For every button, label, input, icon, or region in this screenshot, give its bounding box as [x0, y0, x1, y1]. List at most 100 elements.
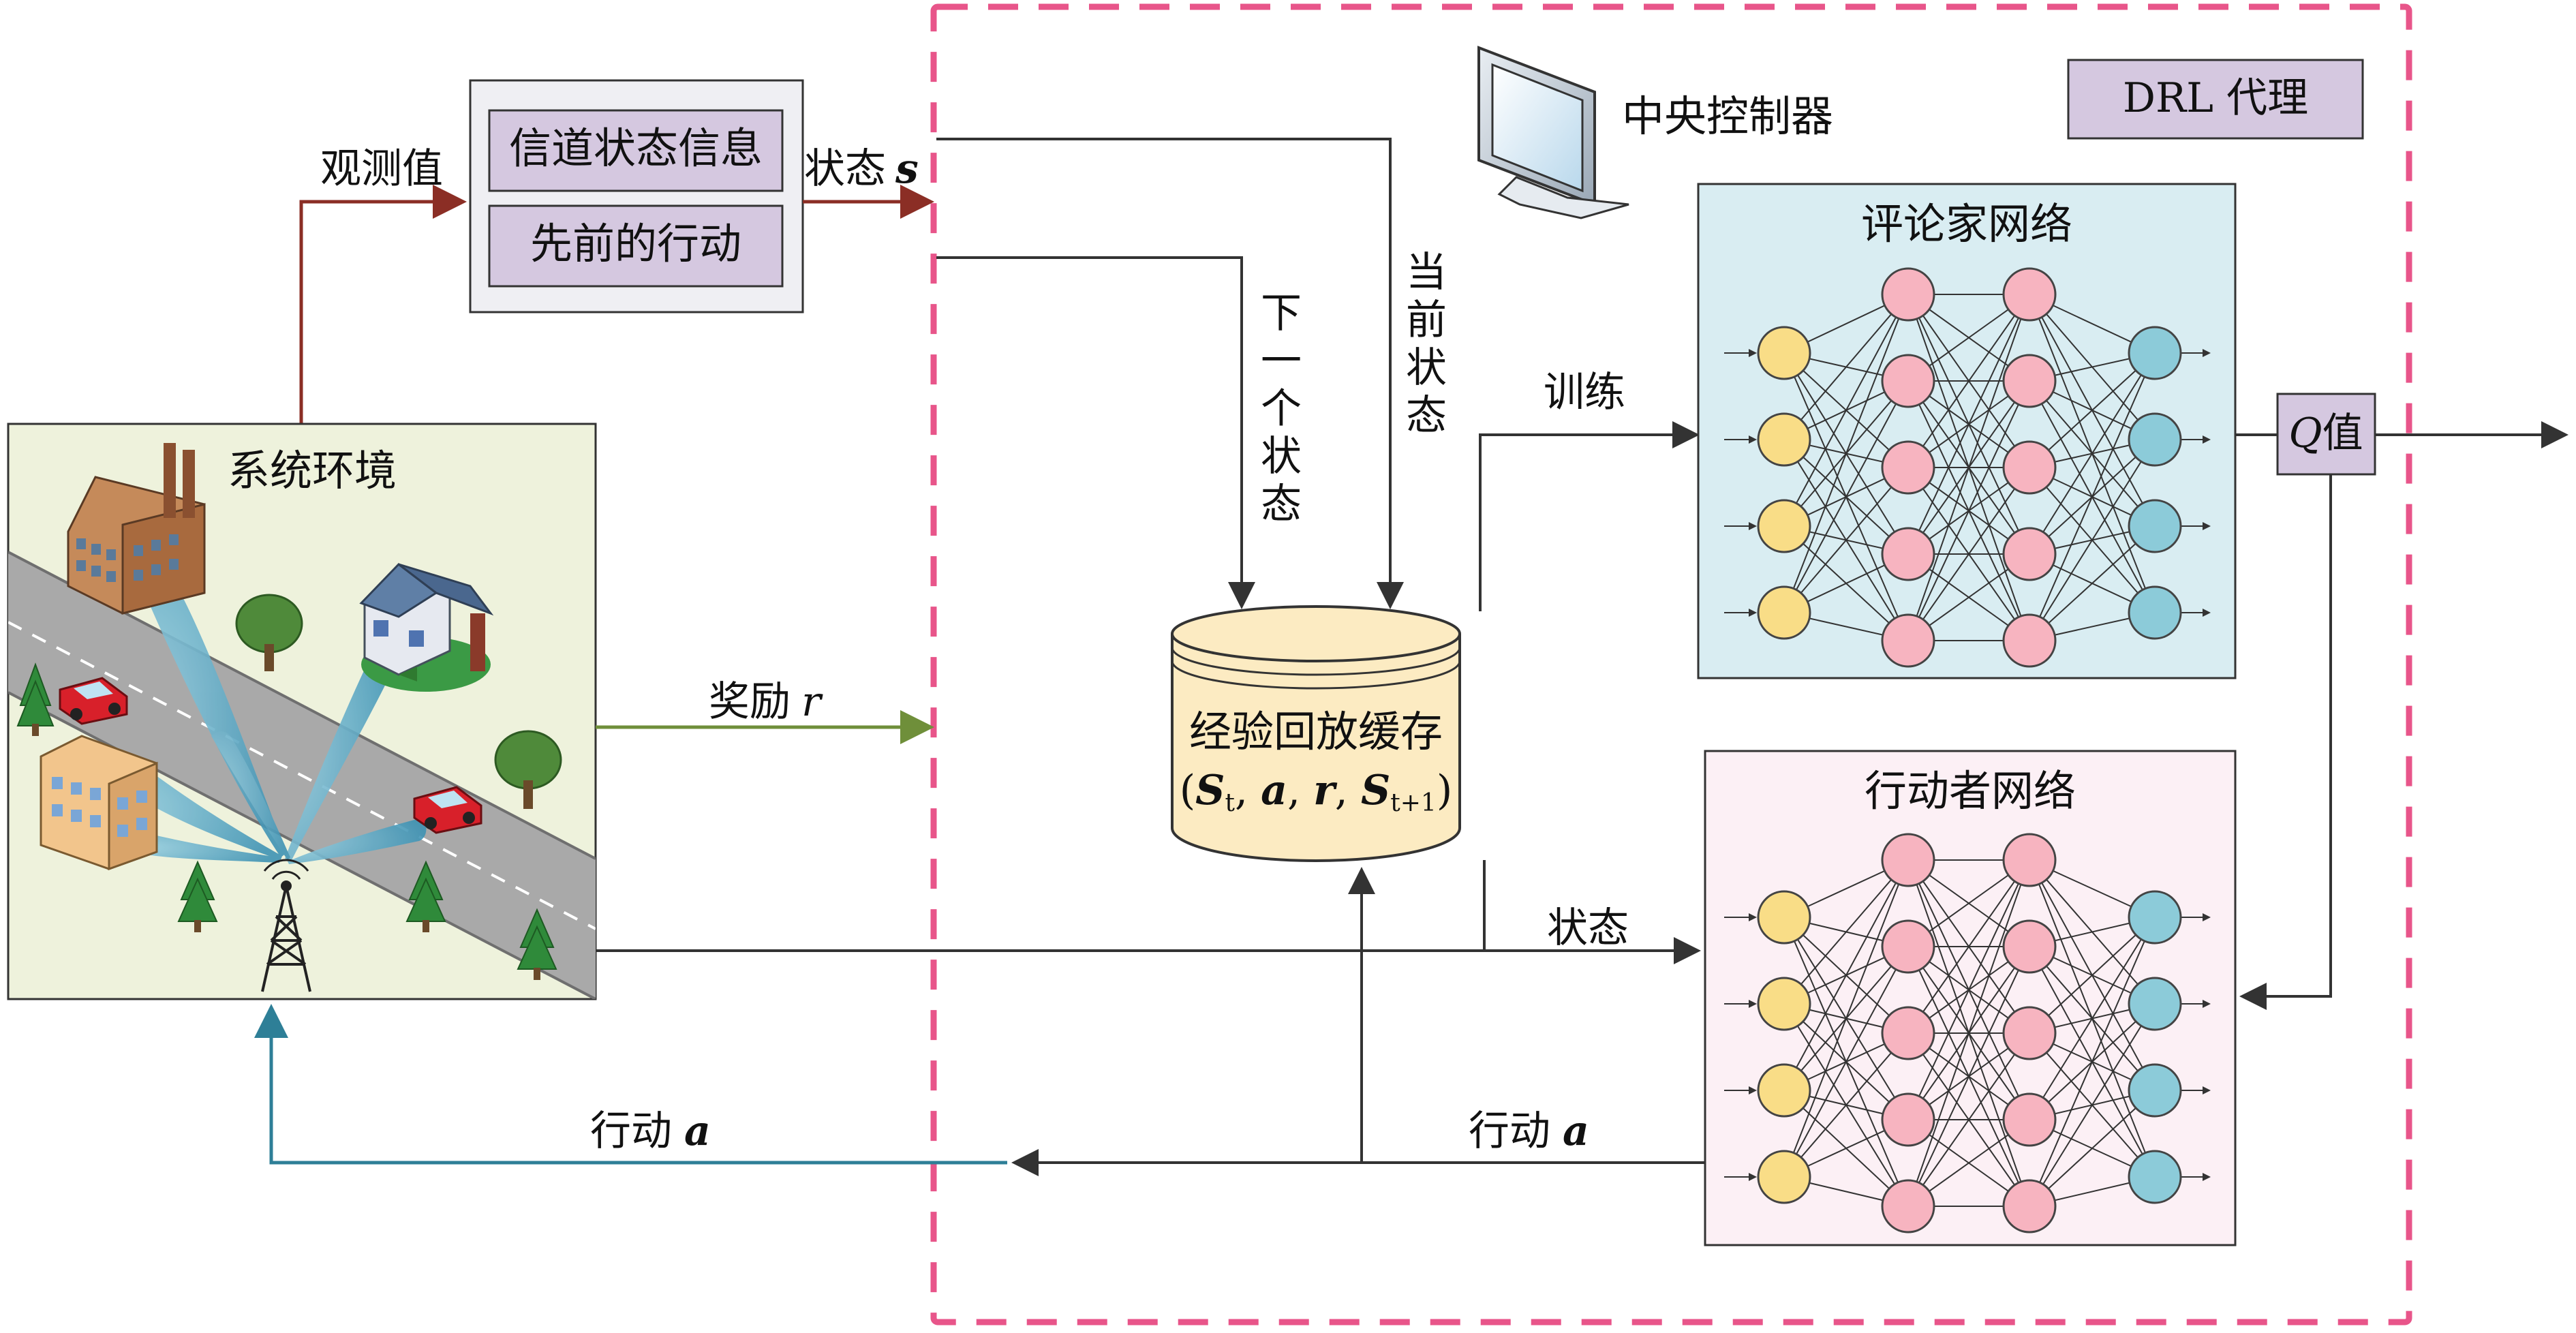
critic-network-nodes: [1757, 267, 2182, 668]
critic-edge: [1783, 294, 1909, 527]
current-state-arrow: [936, 138, 1404, 609]
critic-node: [2002, 354, 2057, 408]
tree-icon: [494, 730, 562, 809]
svg-text:态: 态: [1406, 392, 1447, 440]
critic-edge: [1783, 380, 1909, 613]
observation-arrow: [299, 185, 467, 424]
observation-box: 信道状态信息 先前的行动: [469, 79, 804, 313]
actor-node: [2002, 833, 2057, 887]
critic-network-label: 评论家网络: [1861, 199, 2072, 249]
actor-node: [1757, 1150, 1811, 1204]
train-label: 训练: [1544, 369, 1625, 416]
actor-network-label: 行动者网络: [1865, 766, 2076, 816]
replay-buffer: 经验回放缓存 (St, a, r, St+1): [1171, 605, 1461, 862]
actor-node: [1881, 1179, 1935, 1234]
critic-node: [1881, 267, 1935, 322]
tree-icon: [16, 662, 55, 736]
actor-node: [2128, 890, 2182, 945]
actor-node: [2128, 1150, 2182, 1204]
critic-edge: [1783, 467, 1909, 613]
critic-edge: [2029, 525, 2156, 641]
apartment-icon: [40, 735, 158, 871]
critic-node: [1881, 527, 1935, 581]
actor-edge: [1783, 1032, 1909, 1178]
cell-tower-icon: [261, 859, 311, 992]
actor-edge: [1907, 1032, 2030, 1207]
actor-edge: [2029, 917, 2156, 1207]
svg-text:前: 前: [1406, 296, 1447, 344]
current-state-vertical-label: 当 前 状 态: [1406, 249, 1447, 440]
state-label: 状态: [1547, 904, 1629, 952]
svg-text:个: 个: [1261, 385, 1302, 433]
actor-node: [2002, 1006, 2057, 1060]
train-arrow: [1479, 421, 1700, 611]
drl-agent-box: [2067, 59, 2364, 140]
next-state-vertical-label: 下 一 个 状 态: [1261, 290, 1302, 528]
svg-text:状: 状: [1261, 433, 1302, 480]
tree-icon: [405, 860, 446, 932]
critic-edge: [1783, 294, 1909, 613]
svg-text:当: 当: [1406, 249, 1447, 296]
prev-action-label: 先前的行动: [530, 219, 741, 269]
actor-edge: [1907, 859, 2030, 1120]
svg-text:态: 态: [1261, 480, 1302, 528]
critic-edge: [2029, 352, 2156, 555]
actor-edge: [1907, 946, 2030, 1207]
critic-node: [1881, 354, 1935, 408]
critic-edge: [1907, 467, 2030, 641]
critic-node: [1757, 326, 1811, 380]
critic-node: [2128, 585, 2182, 640]
critic-node: [2002, 440, 2057, 495]
actor-node: [1881, 1092, 1935, 1147]
critic-edge: [1907, 380, 2030, 641]
actor-node: [1881, 833, 1935, 887]
q-value-label: Q值: [2288, 410, 2363, 457]
actor-network-nodes: [1757, 833, 2182, 1234]
factory-icon: [67, 443, 206, 615]
critic-node: [1881, 440, 1935, 495]
critic-node: [1757, 412, 1811, 467]
car-icon: [59, 677, 128, 725]
drl-agent-label: DRL 代理: [2123, 74, 2308, 122]
actor-edge: [2029, 917, 2156, 1120]
actor-node: [2128, 977, 2182, 1031]
critic-network: 评论家网络: [1697, 183, 2237, 679]
buffer-title: 经验回放缓存: [1189, 707, 1443, 756]
critic-edge: [2029, 352, 2156, 468]
actor-edge: [1907, 859, 2030, 1207]
prev-action-box: [488, 204, 784, 288]
system-env-label: 系统环境: [228, 446, 397, 495]
actor-node: [2128, 1063, 2182, 1118]
svg-text:下: 下: [1261, 290, 1302, 337]
tree-icon: [177, 860, 218, 932]
actor-node: [2002, 919, 2057, 974]
actor-node: [1757, 890, 1811, 945]
critic-node: [1757, 585, 1811, 640]
actor-edge: [1783, 946, 1909, 1178]
actor-edge: [1783, 859, 1909, 1005]
csi-label: 信道状态信息: [509, 123, 763, 173]
house-icon: [359, 562, 494, 692]
critic-node: [2128, 499, 2182, 553]
actor-node: [1881, 919, 1935, 974]
actor-edge: [1783, 859, 1909, 1091]
critic-node: [2002, 527, 2057, 581]
critic-node: [1757, 499, 1811, 553]
central-controller-label: 中央控制器: [1622, 91, 1833, 141]
svg-text:状: 状: [1406, 344, 1447, 392]
critic-edge: [1783, 294, 1909, 440]
actor-node: [2002, 1092, 2057, 1147]
next-state-arrow: [936, 256, 1255, 609]
critic-node: [1881, 613, 1935, 668]
observation-label: 观测值: [320, 145, 443, 193]
actor-edge: [1907, 859, 2030, 1034]
car-icon: [413, 786, 482, 834]
tree-icon: [517, 908, 557, 980]
drl-agent-region: [930, 3, 2412, 1326]
actor-node: [1757, 977, 1811, 1031]
critic-edge: [2029, 352, 2156, 641]
